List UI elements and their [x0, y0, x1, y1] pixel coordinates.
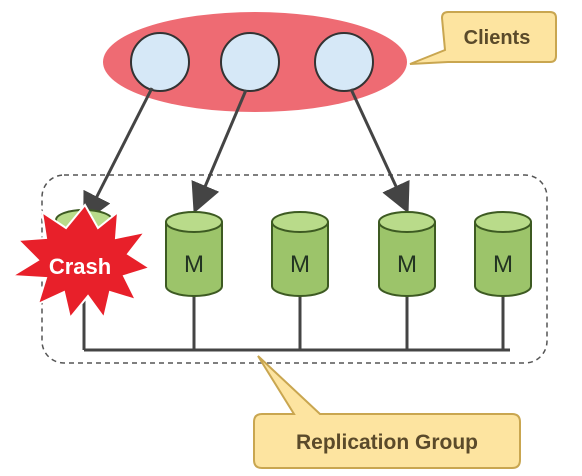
- replication-group-boundary: [41, 174, 548, 364]
- crash-burst: Crash: [8, 203, 153, 321]
- db-node: M: [474, 211, 532, 297]
- db-node: M: [378, 211, 436, 297]
- client-connection-arrow: [191, 89, 248, 214]
- db-node: M: [271, 211, 329, 297]
- db-node: M: [165, 211, 223, 297]
- db-node-label: M: [290, 251, 310, 278]
- client-connection-arrow: [349, 88, 410, 214]
- client-circle: [130, 32, 190, 92]
- crash-label: Crash: [49, 254, 111, 279]
- clients-callout-label: Clients: [464, 27, 531, 49]
- clients-callout: Clients: [409, 11, 557, 65]
- client-connection-arrow: [83, 87, 154, 224]
- db-node-label: M: [493, 251, 513, 278]
- replication-group-callout: Replication Group: [253, 355, 521, 469]
- replication-group-label: Replication Group: [296, 431, 478, 454]
- client-circle: [314, 32, 374, 92]
- client-circle: [220, 32, 280, 92]
- db-node-label: M: [184, 251, 204, 278]
- db-node-label: M: [397, 251, 417, 278]
